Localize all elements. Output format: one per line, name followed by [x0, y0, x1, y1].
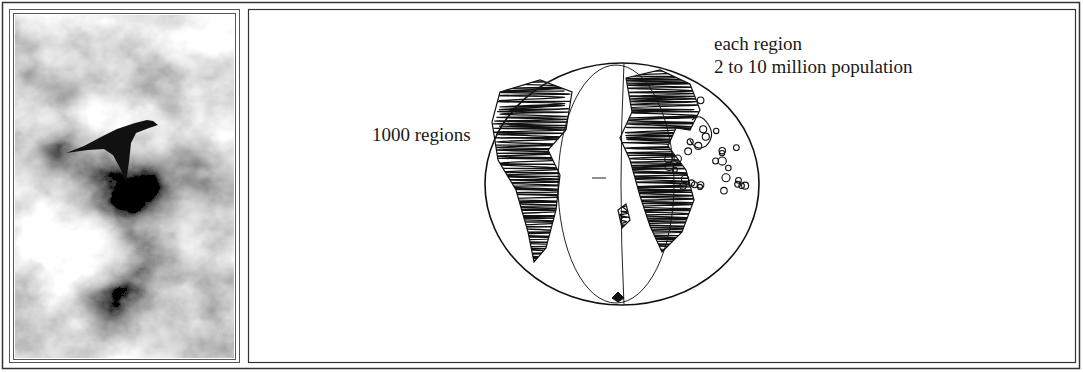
region-circle: [733, 145, 739, 151]
count-label: 1000 regions: [372, 125, 471, 146]
region-circle: [685, 148, 692, 155]
region-circle: [697, 97, 704, 104]
region-circle: [721, 187, 728, 194]
region-circle: [674, 155, 681, 162]
photo-frame: [10, 10, 240, 363]
region-circle: [680, 183, 686, 189]
region-note: each region: [714, 34, 802, 55]
land-outline: [492, 80, 572, 262]
globe-sketch: [485, 63, 759, 305]
cloud-photo: [15, 15, 234, 358]
outer-frame: [3, 3, 1080, 369]
region-circle: [672, 167, 677, 172]
meridian: [621, 63, 624, 305]
region-circle: [714, 128, 719, 133]
land-outline: [618, 204, 630, 228]
region-circle: [702, 133, 709, 140]
region-circle: [742, 182, 749, 189]
region-circle: [719, 147, 725, 153]
land-outline: [620, 70, 700, 252]
bird-silhouette: [66, 120, 158, 182]
region-circle: [726, 165, 732, 171]
region-circle: [700, 126, 707, 133]
land-scribble: [612, 292, 624, 302]
region-circle: [722, 174, 730, 182]
coast-line: [690, 117, 712, 148]
land-scribble: [492, 82, 572, 262]
region-note: 2 to 10 million population: [714, 57, 912, 78]
region-circle: [736, 177, 742, 183]
region-circle: [688, 180, 694, 186]
region-circle: [697, 182, 703, 188]
globe-outline: [485, 63, 759, 305]
region-circle: [718, 157, 726, 165]
region-circle: [681, 175, 688, 182]
diagram-frame: [249, 10, 1076, 363]
land-scribble: [620, 71, 700, 253]
photo-frame-inner: [14, 14, 236, 360]
equator-tick: [592, 178, 606, 179]
